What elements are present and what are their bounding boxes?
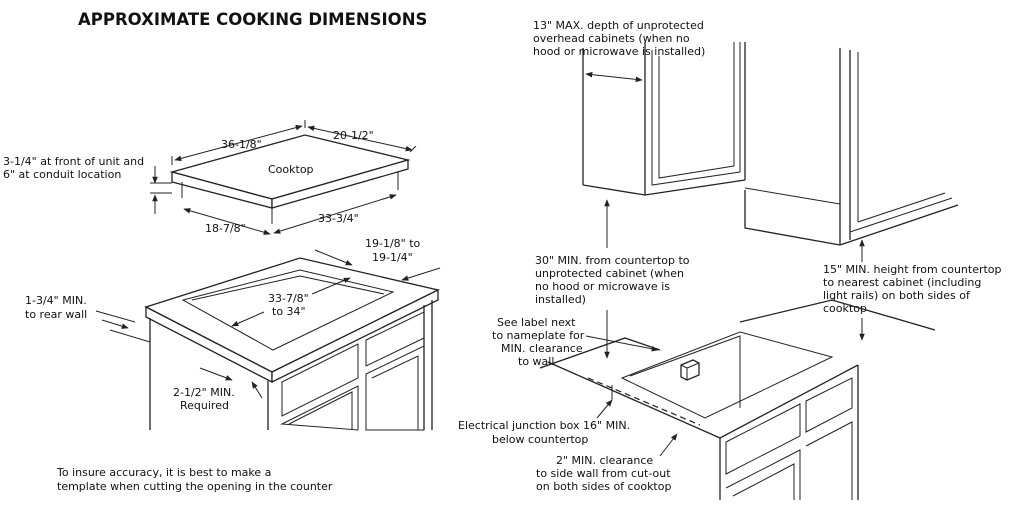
wall-cabinets-drawing bbox=[582, 42, 959, 246]
depth-dimension-line bbox=[307, 125, 413, 152]
accuracy-note-2: template when cutting the opening in the… bbox=[57, 480, 333, 493]
cooktop-width: 36-1/8" bbox=[221, 138, 262, 151]
overhead-depth-2: overhead cabinets (when no bbox=[533, 32, 690, 45]
label-note-2: to nameplate for bbox=[492, 329, 585, 342]
bottom-width-dimension-line bbox=[273, 194, 397, 234]
rear-clearance-2: to rear wall bbox=[25, 308, 87, 321]
overhead-depth-3: hood or microwave is installed) bbox=[533, 45, 705, 58]
label-note-4: to wall bbox=[518, 355, 554, 368]
overhead-depth-line bbox=[585, 71, 643, 83]
counter-cabinet-drawing bbox=[144, 257, 440, 431]
cutout-depth-1: 19-1/8" to bbox=[365, 237, 421, 250]
min15-3: light rails) on both sides of bbox=[823, 289, 971, 302]
min30-3: no hood or microwave is bbox=[535, 280, 670, 293]
cooktop-height-note-2: 6" at conduit location bbox=[3, 168, 121, 181]
min15-4: cooktop bbox=[823, 302, 867, 315]
sidewall-note-1: 2" MIN. clearance bbox=[556, 454, 653, 467]
min30-4: installed) bbox=[535, 293, 586, 306]
page-title: APPROXIMATE COOKING DIMENSIONS bbox=[78, 10, 427, 29]
bottom-depth-dimension-line bbox=[183, 208, 271, 235]
cooktop-bottom-depth: 18-7/8" bbox=[205, 222, 246, 235]
min15-2: to nearest cabinet (including bbox=[823, 276, 981, 289]
cooktop-depth: 20-1/2" bbox=[333, 129, 374, 142]
cutout-opening bbox=[181, 269, 395, 351]
drawer-front-left bbox=[281, 343, 359, 417]
cutout-opening-right bbox=[620, 331, 834, 419]
front-clearance-1: 2-1/2" MIN. bbox=[173, 386, 235, 399]
junction-note-2: below countertop bbox=[492, 433, 588, 446]
rear-clearance-1: 1-3/4" MIN. bbox=[25, 294, 87, 307]
cooktop-bottom-width: 33-3/4" bbox=[318, 212, 359, 225]
sidewall-note-3: on both sides of cooktop bbox=[536, 480, 671, 493]
countertop-side-edge bbox=[271, 288, 439, 384]
junction-note-1: Electrical junction box 16" MIN. bbox=[458, 419, 630, 432]
overhead-depth-1: 13" MAX. depth of unprotected bbox=[533, 19, 704, 32]
junction-box bbox=[680, 359, 700, 381]
label-note-1: See label next bbox=[497, 316, 576, 329]
cooktop-drawing bbox=[169, 134, 411, 224]
cooktop-label: Cooktop bbox=[268, 163, 314, 176]
front-clearance-2: Required bbox=[180, 399, 229, 412]
cutout-width-1: 33-7/8" bbox=[268, 292, 309, 305]
counter-side-wall-drawing bbox=[539, 299, 936, 500]
sidewall-note-2: to side wall from cut-out bbox=[536, 467, 671, 480]
cutout-depth-2: 19-1/4" bbox=[372, 251, 413, 264]
label-note-3: MIN. clearance bbox=[501, 342, 583, 355]
cooktop-height-note-1: 3-1/4" at front of unit and bbox=[3, 155, 144, 168]
width-dimension-line bbox=[174, 124, 303, 162]
cutout-width-2: to 34" bbox=[272, 305, 306, 318]
min30-2: unprotected cabinet (when bbox=[535, 267, 684, 280]
min15-1: 15" MIN. height from countertop bbox=[823, 263, 1002, 276]
min30-1: 30" MIN. from countertop to bbox=[535, 254, 690, 267]
accuracy-note-1: To insure accuracy, it is best to make a bbox=[56, 466, 271, 479]
